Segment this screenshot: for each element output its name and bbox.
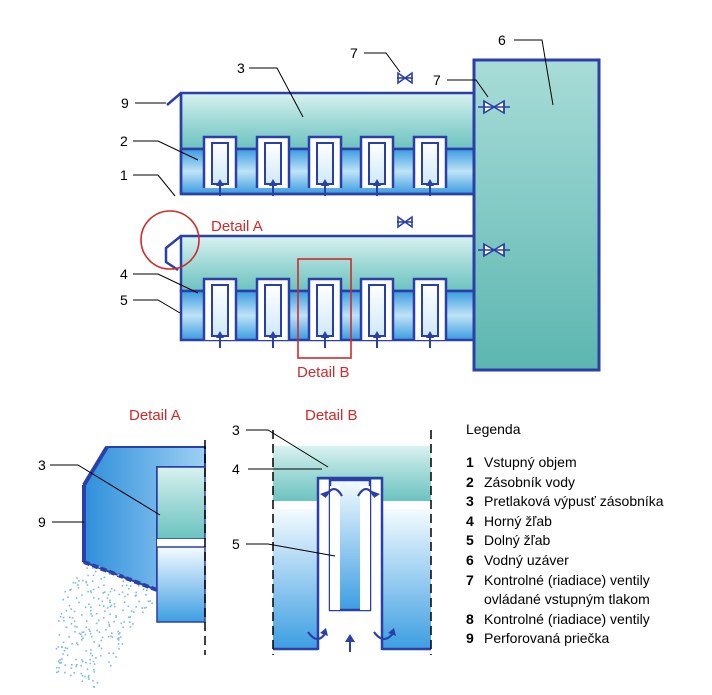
legend-item: 6Vodný uzáver [466, 551, 664, 571]
trough [361, 279, 393, 348]
legend-item-number: 3 [466, 492, 484, 512]
detail-a [50, 440, 205, 688]
legend-item-text: Vstupný objem [484, 453, 577, 473]
legend-item-number: 1 [466, 453, 484, 473]
legend-item-text: Zásobník vody [484, 473, 575, 493]
legend-title: Legenda [466, 421, 521, 437]
legend-item: 8Kontrolné (riadiace) ventily [466, 610, 664, 630]
label-7: 7 [433, 72, 441, 88]
label-3: 3 [232, 422, 240, 438]
legend-item-text: Perforovaná priečka [484, 629, 609, 649]
trough [309, 137, 341, 196]
trough [309, 279, 341, 348]
trough [204, 279, 236, 348]
label-4: 4 [120, 266, 128, 282]
perforated-partition-upper [167, 93, 181, 105]
legend-item-number: 5 [466, 531, 484, 551]
detail-b-label: Detail B [297, 364, 350, 381]
label-1: 1 [120, 167, 128, 183]
legend-item-number: 2 [466, 473, 484, 493]
legend-item-text: Kontrolné (riadiace) ventily [484, 610, 650, 630]
label-2: 2 [120, 133, 128, 149]
valve-icon [397, 217, 413, 227]
label-9: 9 [121, 95, 129, 111]
legend: 1Vstupný objem2Zásobník vody3Pretlaková … [466, 453, 664, 649]
trough [361, 137, 393, 196]
legend-item: 9Perforovaná priečka [466, 629, 664, 649]
trough [414, 137, 446, 196]
legend-item: 3Pretlaková výpusť zásobníka [466, 492, 664, 512]
label-9: 9 [38, 514, 46, 530]
legend-item-number: 4 [466, 512, 484, 532]
legend-item-number: 9 [466, 629, 484, 649]
legend-item: 4Horný žľab [466, 512, 664, 532]
detail-b [246, 430, 431, 655]
legend-item-number: 7 [466, 571, 484, 591]
legend-item-number: 6 [466, 551, 484, 571]
legend-item-text: Pretlaková výpusť zásobníka [484, 492, 664, 512]
label-6: 6 [498, 32, 506, 48]
valve-icon [397, 73, 413, 83]
label-3: 3 [38, 457, 46, 473]
label-3: 3 [237, 60, 245, 76]
legend-item-number: 8 [466, 610, 484, 630]
trough [414, 279, 446, 348]
label-5: 5 [232, 536, 240, 552]
legend-item: 1Vstupný objem [466, 453, 664, 473]
trough [257, 279, 289, 348]
detail-a-label: Detail A [211, 218, 263, 235]
legend-item-text: ovládané vstupným tlakom [484, 590, 650, 610]
legend-item-text: Dolný žľab [484, 531, 550, 551]
label-7: 7 [350, 45, 358, 61]
label-4: 4 [232, 461, 240, 477]
legend-item-text: Horný žľab [484, 512, 552, 532]
legend-item-text: Vodný uzáver [484, 551, 569, 571]
legend-item: 2Zásobník vody [466, 473, 664, 493]
legend-item: 7Kontrolné (riadiace) ventily [466, 571, 664, 591]
perforated-partition-lower [166, 236, 181, 270]
label-5: 5 [120, 292, 128, 308]
legend-item-text: Kontrolné (riadiace) ventily [484, 571, 650, 591]
detail-b-title: Detail B [305, 407, 358, 424]
detail-a-title: Detail A [129, 407, 181, 424]
legend-item-number [466, 590, 484, 610]
legend-item: ovládané vstupným tlakom [466, 590, 664, 610]
trough [204, 137, 236, 196]
trough [257, 137, 289, 196]
legend-item: 5Dolný žľab [466, 531, 664, 551]
